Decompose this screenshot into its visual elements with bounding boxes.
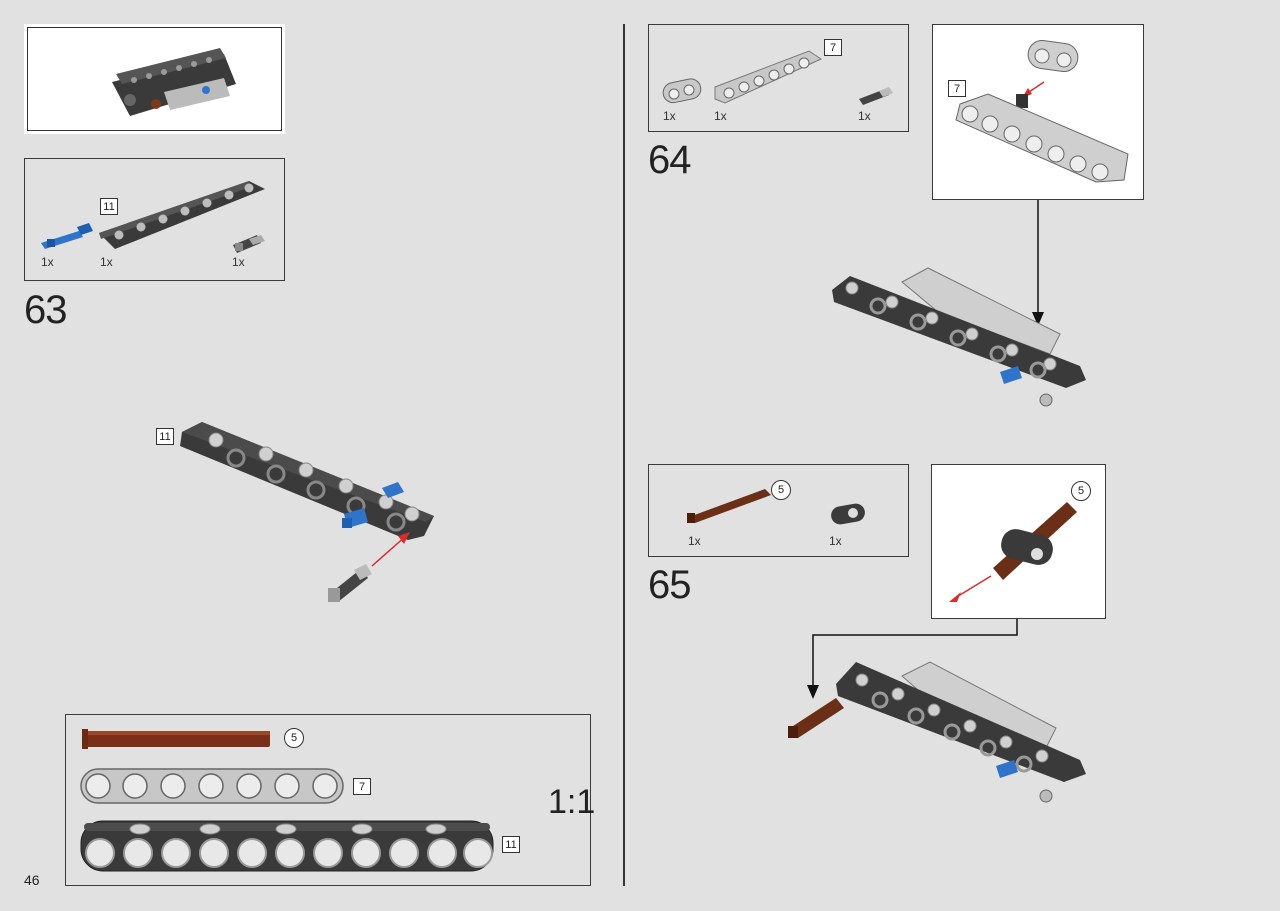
pin-icon: [859, 87, 893, 105]
step-63-assembly-illustration: [180, 422, 434, 602]
blue-axle-pin-icon: [41, 223, 93, 249]
part-qty: 1x: [858, 109, 871, 123]
beam-7-icon: [80, 768, 344, 804]
part-qty: 1x: [100, 255, 113, 269]
step-63-parts-box: 1x 11 1x 1x: [24, 158, 285, 281]
step-64-assembly-illustration: [832, 267, 1086, 407]
step-65-assembly-illustration: [788, 661, 1086, 803]
callout-arrow: [1032, 200, 1044, 326]
beam-length-label: 11: [502, 836, 520, 853]
step-number: 63: [24, 288, 67, 332]
part-qty: 1x: [232, 255, 245, 269]
black-beam-icon: [99, 181, 265, 249]
beam-11-icon: [80, 820, 494, 872]
scale-label: 1:1: [548, 783, 596, 821]
part-qty: 1x: [41, 255, 54, 269]
beam-length-label: 7: [824, 39, 842, 56]
callout-arrow: [807, 619, 1018, 699]
axle-length-label: 5: [284, 728, 304, 748]
gray-beam-7-icon: [714, 50, 823, 104]
part-qty: 1x: [663, 109, 676, 123]
axle-5-icon: [82, 729, 270, 749]
callout-beam-length: 7: [948, 80, 966, 97]
step-number: 65: [648, 563, 691, 607]
step-64-parts-box: 1x 7 1x 1x: [648, 24, 909, 132]
callout-subassembly-icon: [949, 502, 1077, 602]
callout-axle-length: 5: [1071, 481, 1091, 501]
step-64-callout: 7: [932, 24, 1144, 200]
brown-axle-icon: [687, 489, 771, 523]
beam-length-label: 7: [353, 778, 371, 795]
part-qty: 1x: [714, 109, 727, 123]
pin-with-friction-icon: [233, 235, 265, 253]
axle-length-label: 5: [771, 480, 791, 500]
black-connector-icon: [831, 503, 865, 525]
column-divider: [623, 24, 625, 886]
assembly-thumbnail-icon: [112, 48, 236, 116]
callout-subassembly-icon: [955, 39, 1129, 183]
part-qty: 1x: [829, 534, 842, 548]
scale-reference-box: 5 7 11 1:1: [65, 714, 595, 886]
part-qty: 1x: [688, 534, 701, 548]
step-number: 64: [648, 138, 691, 182]
step-65-callout: 5: [931, 464, 1106, 619]
page-number: 46: [24, 872, 40, 888]
callout-beam-length: 11: [156, 428, 174, 445]
previous-assembly-thumbnail: [24, 24, 285, 134]
step-65-parts-box: 5 1x 1x: [648, 464, 909, 557]
gray-beam-2-icon: [662, 78, 702, 104]
beam-length-label: 11: [100, 198, 118, 215]
